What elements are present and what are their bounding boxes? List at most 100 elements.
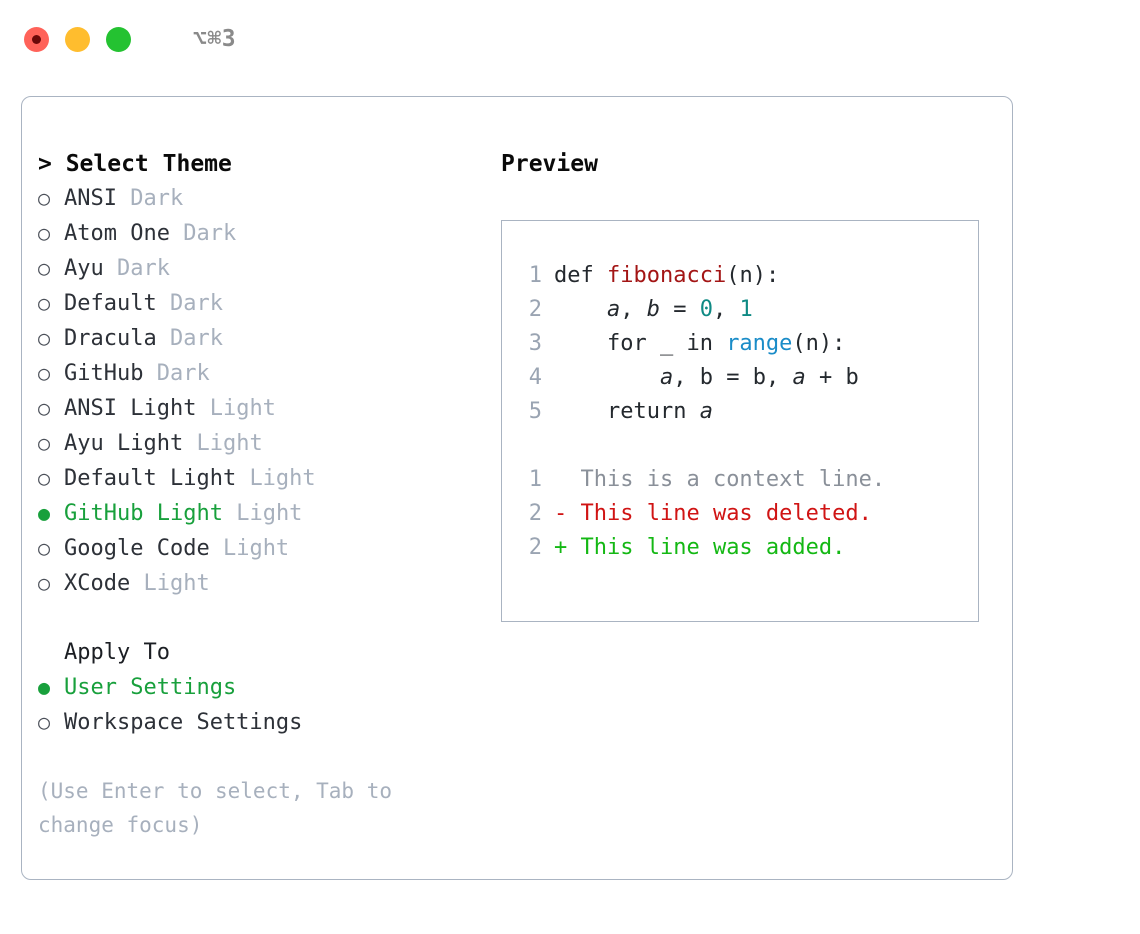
code-token: b [646,297,660,322]
keyboard-hint: (Use Enter to select, Tab to change focu… [38,779,393,837]
code-token: a [792,365,806,390]
code-text: def fibonacci(n): [554,259,779,293]
radio-unselected-icon: ○ [38,291,51,315]
theme-option-label: ANSI [64,186,117,211]
apply-to-option-label: Workspace Settings [64,710,303,735]
radio-unselected-icon: ○ [38,221,51,245]
diff-text: This is a context line. [567,467,886,492]
apply-to-list: ●User Settings ○ Workspace Settings [38,670,488,740]
theme-option-label: Default [64,291,157,316]
preview-title: Preview [501,151,598,177]
line-number: 2 [528,501,542,526]
diff-marker: + [554,535,568,560]
radio-unselected-icon: ○ [38,466,51,490]
theme-variant-badge: Dark [169,326,223,351]
radio-selected-icon: ● [38,501,51,525]
code-text: a, b = 0, 1 [554,293,753,327]
code-token: (n): [726,263,780,288]
theme-variant-badge: Dark [117,256,170,281]
theme-option-atom-one[interactable]: ○Atom One Dark [38,216,488,251]
code-token: + [805,365,846,390]
theme-option-label: GitHub Light [64,501,223,526]
diff-sample: 1 This is a context line. 2- This line wa… [516,463,978,565]
code-token: a [659,365,674,390]
diff-text: This line was deleted. [567,501,872,526]
theme-option-google-code[interactable]: ○Google Code Light [38,531,488,566]
theme-option-label: Default Light [64,466,237,491]
code-token: = [659,297,700,322]
diff-marker [554,463,567,497]
code-line: 2 a, b = 0, 1 [516,293,978,327]
line-number: 5 [528,399,542,424]
theme-option-xcode[interactable]: ○XCode Light [38,566,488,601]
code-line: 1 def fibonacci(n): [516,259,978,293]
diff-line-added: 2+ This line was added. [516,531,978,565]
theme-option-label: XCode [64,571,131,596]
maximize-button[interactable] [106,26,131,52]
code-token: a [606,297,621,322]
code-token: , [620,297,647,322]
radio-unselected-icon: ○ [38,256,51,280]
code-token: 0 [699,297,713,322]
diff-line-context: 1 This is a context line. [516,463,978,497]
theme-option-label: Ayu [64,256,104,281]
theme-option-github[interactable]: ○GitHub Dark [38,356,488,391]
diff-text: This line was added. [567,535,846,560]
radio-unselected-icon: ○ [38,710,51,734]
apply-to-option-workspace-settings[interactable]: ○ Workspace Settings [38,705,488,740]
theme-option-dracula[interactable]: ○Dracula Dark [38,321,488,356]
radio-unselected-icon: ○ [38,536,51,560]
code-token: for _ in [554,331,727,356]
theme-option-default-light[interactable]: ○ Default Light Light [38,461,488,496]
radio-unselected-icon: ○ [38,431,51,455]
close-button[interactable] [24,26,49,52]
apply-to-option-user-settings[interactable]: ●User Settings [38,670,488,705]
code-token: (n): [792,331,846,356]
keyboard-shortcut-label: ⌥⌘3 [193,26,237,52]
radio-unselected-icon: ○ [38,571,51,595]
code-token: fibonacci [606,263,727,288]
theme-option-default[interactable]: ○ Default Dark [38,286,488,321]
code-token: , [765,365,793,390]
theme-option-ayu[interactable]: ○ Ayu Dark [38,251,488,286]
theme-option-label: GitHub [64,361,144,386]
theme-variant-badge: Light [222,536,290,561]
code-text: for _ in range(n): [554,327,845,361]
theme-option-ansi[interactable]: ○ANSI Dark [38,181,488,216]
theme-selector-column: > Select Theme ○ANSI Dark○Atom One Dark○… [38,147,488,842]
code-line: 5 return a [516,395,978,429]
theme-option-github-light[interactable]: ● GitHub Light Light [38,496,488,531]
code-token: b [699,365,713,390]
theme-variant-badge: Light [209,396,276,421]
theme-variant-badge: Light [249,466,316,491]
line-number: 1 [528,467,542,492]
radio-selected-icon: ● [38,675,51,699]
line-number: 1 [528,263,542,288]
theme-variant-badge: Dark [169,291,223,316]
theme-variant-badge: Light [196,431,263,456]
theme-list: ○ANSI Dark○Atom One Dark○Ayu Dark○Defaul… [38,181,488,601]
theme-option-label: Atom One [64,221,170,246]
minimize-button[interactable] [65,26,90,52]
window-controls [24,26,131,52]
theme-option-ansi-light[interactable]: ○ANSI Light Light [38,391,488,426]
apply-to-title: Apply To [64,640,170,665]
diff-marker: - [554,501,568,526]
code-token: return [554,399,700,424]
theme-variant-badge: Dark [156,361,210,386]
main-panel: > Select Theme ○ANSI Dark○Atom One Dark○… [21,96,1013,880]
theme-option-label: Dracula [64,326,157,351]
code-token [554,365,660,390]
line-number: 2 [528,297,542,322]
code-token: , [673,365,700,390]
apply-to-header: ○ Apply To [38,635,488,670]
code-text: return a [554,395,713,429]
theme-variant-badge: Light [236,501,303,526]
theme-option-label: ANSI Light [64,396,197,421]
theme-option-ayu-light[interactable]: ○Ayu Light Light [38,426,488,461]
code-token: a [699,399,713,424]
